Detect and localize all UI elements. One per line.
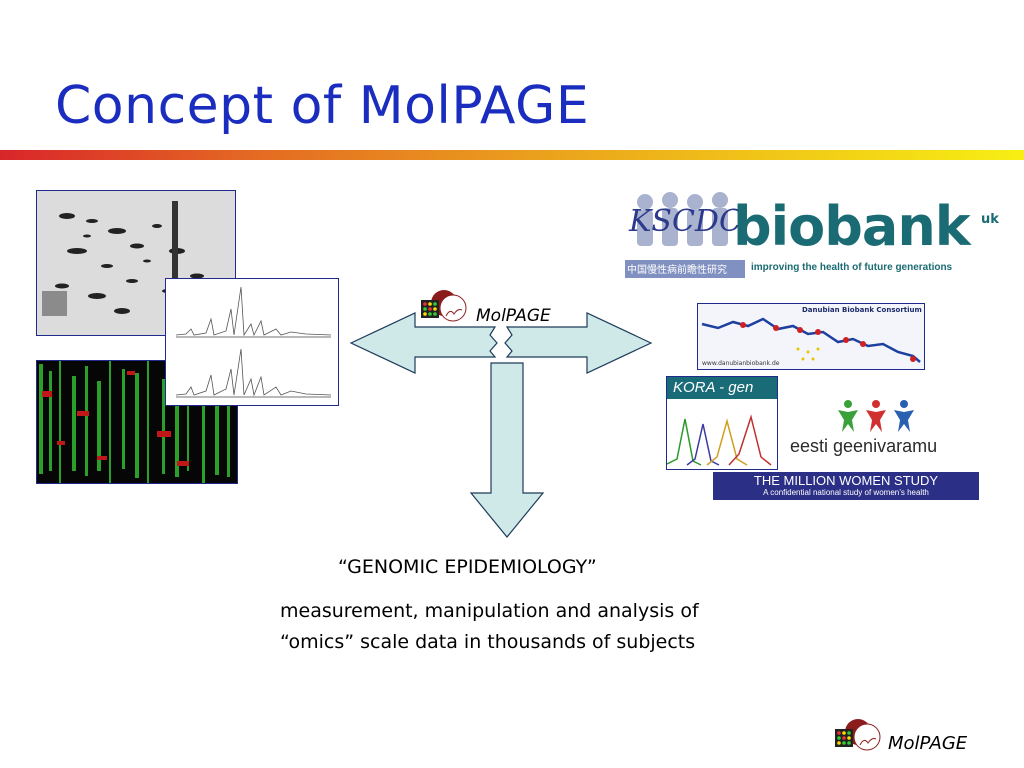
molpage-center-label: MolPAGE <box>476 306 551 326</box>
eesti-figures-icon <box>838 400 914 432</box>
right-arrow <box>504 312 653 374</box>
biobank-uk-label: uk <box>981 212 999 227</box>
danubian-url: www.danubianbiobank.de <box>702 360 780 367</box>
kscdc-figures-icon <box>637 192 728 246</box>
danubian-title: Danubian Biobank Consortium <box>802 306 922 314</box>
biobank-wordmark: biobank <box>733 195 971 258</box>
million-women-title: THE MILLION WOMEN STUDY <box>753 473 939 488</box>
left-arrow <box>349 312 498 374</box>
danubian-biobank-map: Danubian Biobank Consortium www.danubian… <box>697 303 925 370</box>
kora-gen-logo: KORA - gen <box>666 376 778 470</box>
footer-molpage-logo-icon <box>835 719 881 751</box>
title-gradient-rule <box>0 150 1024 160</box>
down-arrow <box>469 362 545 538</box>
biobank-tagline: improving the health of future generatio… <box>751 262 953 273</box>
three-way-arrow-diagram <box>349 312 653 538</box>
mass-spectrum-image <box>165 278 339 406</box>
uk-biobank-logo: KSCDC biobank uk 中国慢性病前瞻性研究 improving th… <box>625 190 1005 282</box>
slide-title: Concept of MolPAGE <box>55 76 590 136</box>
measurement-text-line-2: “omics” scale data in thousands of subje… <box>280 631 696 653</box>
gel-electrophoresis-image <box>36 190 236 336</box>
kora-gen-label: KORA - gen <box>667 377 777 399</box>
molpage-logo-icon <box>421 290 467 322</box>
genomic-epidemiology-heading: “GENOMIC EPIDEMIOLOGY” <box>338 556 597 578</box>
million-women-subtitle: A confidential national study of women’s… <box>763 488 929 497</box>
million-women-study-banner: THE MILLION WOMEN STUDY A confidential n… <box>713 472 979 500</box>
eesti-geenivaramu-label: eesti geenivaramu <box>790 436 938 456</box>
footer-molpage-label: MolPAGE <box>888 733 968 754</box>
kscdc-label: KSCDC <box>629 204 742 239</box>
measurement-text-line-1: measurement, manipulation and analysis o… <box>280 600 699 622</box>
kscdc-chinese-label: 中国慢性病前瞻性研究 <box>627 265 727 276</box>
